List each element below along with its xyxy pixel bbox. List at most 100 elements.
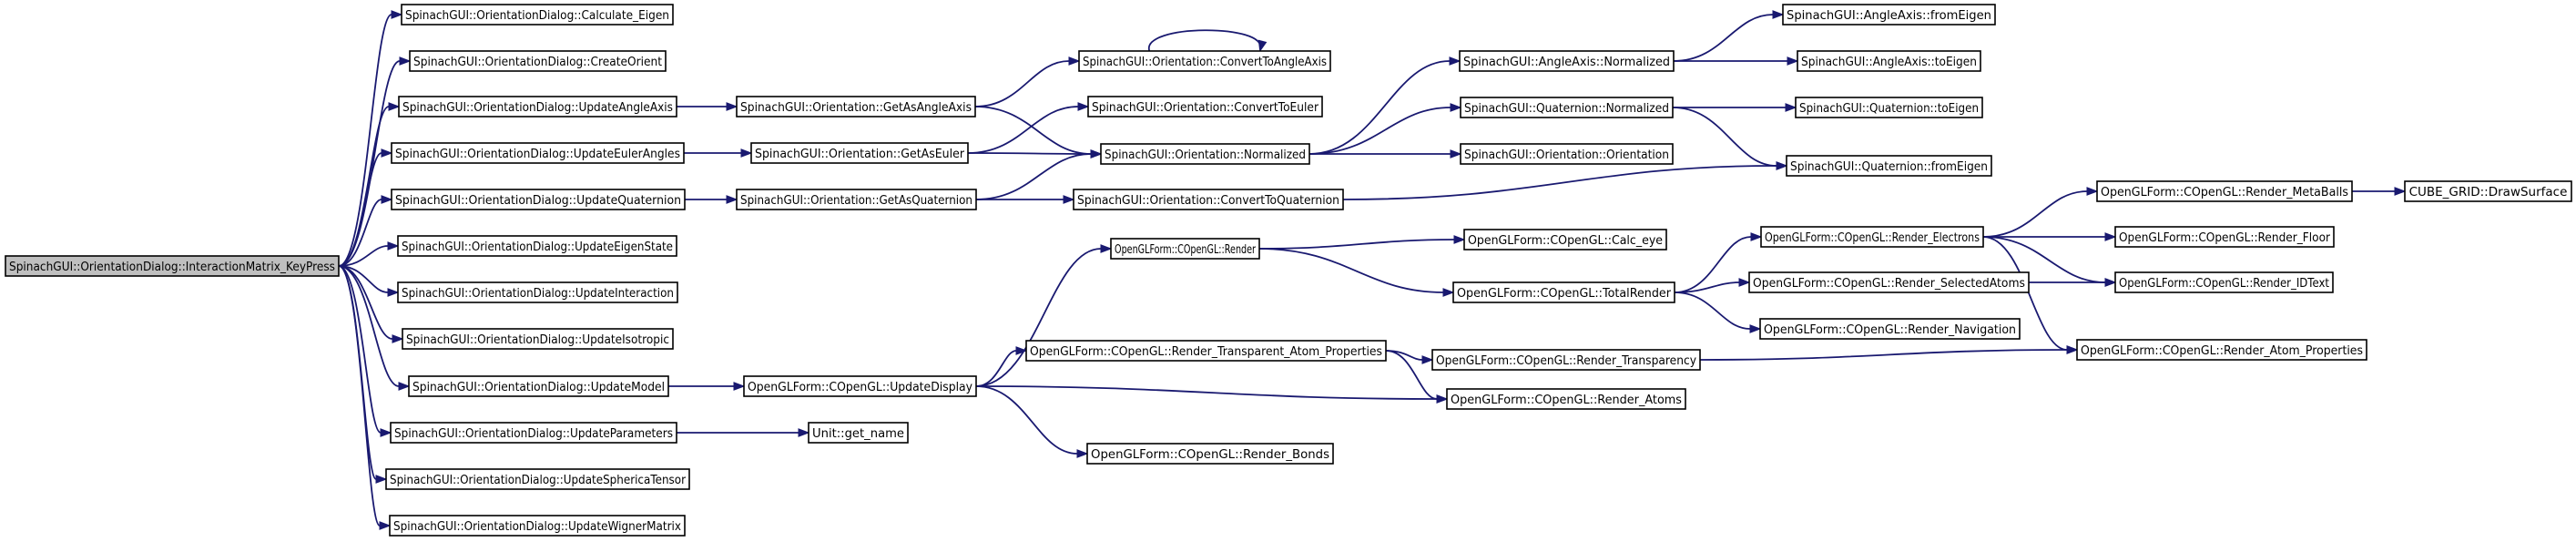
node-rap[interactable]: OpenGLForm::COpenGL::Render_Atom_Propert…: [2076, 339, 2367, 361]
node-tr[interactable]: OpenGLForm::COpenGL::TotalRender: [1452, 281, 1675, 303]
node-uea[interactable]: SpinachGUI::OrientationDialog::UpdateEul…: [391, 142, 685, 164]
node-aanorm[interactable]: SpinachGUI::AngleAxis::Normalized: [1459, 50, 1675, 72]
node-rid[interactable]: OpenGLForm::COpenGL::Render_IDText: [2114, 271, 2334, 293]
node-box[interactable]: [408, 375, 669, 397]
node-ugn[interactable]: Unit::get_name: [808, 422, 909, 444]
node-box[interactable]: [1100, 143, 1310, 165]
node-rn[interactable]: OpenGLForm::COpenGL::Render_Navigation: [1759, 318, 2021, 340]
node-box[interactable]: [389, 515, 686, 537]
node-ctaa[interactable]: SpinachGUI::Orientation::ConvertToAngleA…: [1078, 50, 1331, 72]
node-box[interactable]: [736, 189, 977, 210]
node-qte[interactable]: SpinachGUI::Quaternion::toEigen: [1795, 97, 1983, 118]
node-box[interactable]: [1460, 97, 1674, 118]
node-rtap[interactable]: OpenGLForm::COpenGL::Render_Transparent_…: [1025, 340, 1387, 362]
node-box[interactable]: [1459, 50, 1675, 72]
node-box[interactable]: [391, 189, 686, 210]
node-box[interactable]: [1087, 96, 1323, 118]
node-box[interactable]: [2404, 180, 2572, 202]
node-uaa[interactable]: SpinachGUI::OrientationDialog::UpdateAng…: [398, 96, 677, 118]
node-box[interactable]: [397, 281, 678, 303]
node-box[interactable]: [743, 375, 977, 397]
call-edge-re-rap: [1982, 236, 2079, 354]
node-box[interactable]: [391, 142, 685, 164]
node-uq[interactable]: SpinachGUI::OrientationDialog::UpdateQua…: [391, 189, 686, 210]
node-re[interactable]: OpenGLForm::COpenGL::Render_Electrons: [1760, 226, 1984, 248]
node-qnorm[interactable]: SpinachGUI::Quaternion::Normalized: [1460, 97, 1674, 118]
node-ce[interactable]: SpinachGUI::OrientationDialog::Calculate…: [401, 4, 674, 26]
node-box[interactable]: [750, 142, 969, 164]
node-label: SpinachGUI::Orientation::ConvertToQuater…: [1077, 193, 1339, 208]
node-calc[interactable]: OpenGLForm::COpenGL::Calc_eye: [1463, 229, 1667, 251]
node-rt[interactable]: OpenGLForm::COpenGL::Render_Transparency: [1431, 349, 1701, 371]
call-edge-aanorm-aate: [1674, 56, 1799, 66]
node-box[interactable]: [401, 4, 674, 26]
node-aate[interactable]: SpinachGUI::AngleAxis::toEigen: [1797, 50, 1981, 72]
call-edge-tr-rsa: [1674, 278, 1751, 293]
node-box[interactable]: [1760, 226, 1984, 248]
node-onorm[interactable]: SpinachGUI::Orientation::Normalized: [1100, 143, 1310, 165]
node-box[interactable]: [1795, 97, 1983, 118]
node-box[interactable]: [1110, 238, 1260, 260]
node-box[interactable]: [1073, 189, 1344, 210]
node-box[interactable]: [1446, 388, 1686, 410]
node-um[interactable]: SpinachGUI::OrientationDialog::UpdateMod…: [408, 375, 669, 397]
call-edges: [338, 10, 2407, 530]
node-co[interactable]: SpinachGUI::OrientationDialog::CreateOri…: [409, 50, 667, 72]
node-box[interactable]: [2096, 180, 2353, 202]
node-gaq[interactable]: SpinachGUI::Orientation::GetAsQuaternion: [736, 189, 977, 210]
call-edge-re-rf: [1983, 232, 2117, 241]
node-ud[interactable]: OpenGLForm::COpenGL::UpdateDisplay: [743, 375, 977, 397]
node-label: SpinachGUI::OrientationDialog::UpdateIso…: [406, 332, 669, 347]
node-box[interactable]: [736, 96, 976, 118]
node-box[interactable]: [390, 422, 677, 444]
node-box[interactable]: [1463, 229, 1667, 251]
node-box[interactable]: [1452, 281, 1675, 303]
node-box[interactable]: [1025, 340, 1387, 362]
node-rb[interactable]: OpenGLForm::COpenGL::Render_Bonds: [1086, 443, 1334, 465]
node-uiso[interactable]: SpinachGUI::OrientationDialog::UpdateIso…: [402, 328, 674, 350]
node-rsa[interactable]: OpenGLForm::COpenGL::Render_SelectedAtom…: [1748, 271, 2030, 293]
node-rnd[interactable]: OpenGLForm::COpenGL::Render: [1110, 238, 1260, 260]
node-cte[interactable]: SpinachGUI::Orientation::ConvertToEuler: [1087, 96, 1323, 118]
node-box[interactable]: [1748, 271, 2030, 293]
node-gaa[interactable]: SpinachGUI::Orientation::GetAsAngleAxis: [736, 96, 976, 118]
node-box[interactable]: [808, 422, 909, 444]
call-edge-ud-rb: [975, 385, 1089, 458]
node-box[interactable]: [2114, 271, 2334, 293]
node-label: SpinachGUI::Quaternion::toEigen: [1799, 101, 1979, 116]
node-box[interactable]: [409, 50, 667, 72]
node-box[interactable]: [398, 96, 677, 118]
node-ui[interactable]: SpinachGUI::OrientationDialog::UpdateInt…: [397, 281, 678, 303]
node-box[interactable]: [1460, 143, 1674, 165]
node-aafe[interactable]: SpinachGUI::AngleAxis::fromEigen: [1782, 4, 1996, 26]
node-ctq[interactable]: SpinachGUI::Orientation::ConvertToQuater…: [1073, 189, 1344, 210]
node-qfe[interactable]: SpinachGUI::Quaternion::fromEigen: [1786, 155, 1992, 177]
node-box[interactable]: [2076, 339, 2367, 361]
node-oo[interactable]: SpinachGUI::Orientation::Orientation: [1460, 143, 1674, 165]
node-ik[interactable]: SpinachGUI::OrientationDialog::Interacti…: [5, 255, 340, 277]
node-box[interactable]: [1759, 318, 2021, 340]
node-ues[interactable]: SpinachGUI::OrientationDialog::UpdateEig…: [397, 235, 677, 257]
node-ra[interactable]: OpenGLForm::COpenGL::Render_Atoms: [1446, 388, 1686, 410]
node-box[interactable]: [5, 255, 340, 277]
node-box[interactable]: [1086, 443, 1334, 465]
call-edge-ud-ra: [975, 385, 1449, 404]
node-box[interactable]: [1078, 50, 1331, 72]
node-rf[interactable]: OpenGLForm::COpenGL::Render_Floor: [2114, 226, 2335, 248]
node-box[interactable]: [397, 235, 677, 257]
node-label: SpinachGUI::OrientationDialog::UpdateAng…: [402, 100, 673, 115]
node-box[interactable]: [385, 468, 690, 490]
node-box[interactable]: [2114, 226, 2335, 248]
node-ust[interactable]: SpinachGUI::OrientationDialog::UpdateSph…: [385, 468, 690, 490]
node-box[interactable]: [1431, 349, 1701, 371]
node-gae[interactable]: SpinachGUI::Orientation::GetAsEuler: [750, 142, 969, 164]
node-uwm[interactable]: SpinachGUI::OrientationDialog::UpdateWig…: [389, 515, 686, 537]
node-rmb[interactable]: OpenGLForm::COpenGL::Render_MetaBalls: [2096, 180, 2353, 202]
node-cgds[interactable]: CUBE_GRID::DrawSurface: [2404, 180, 2572, 202]
node-up[interactable]: SpinachGUI::OrientationDialog::UpdatePar…: [390, 422, 677, 444]
node-label: SpinachGUI::OrientationDialog::Calculate…: [405, 8, 669, 23]
node-box[interactable]: [1782, 4, 1996, 26]
node-box[interactable]: [1797, 50, 1981, 72]
node-box[interactable]: [1786, 155, 1992, 177]
node-box[interactable]: [402, 328, 674, 350]
